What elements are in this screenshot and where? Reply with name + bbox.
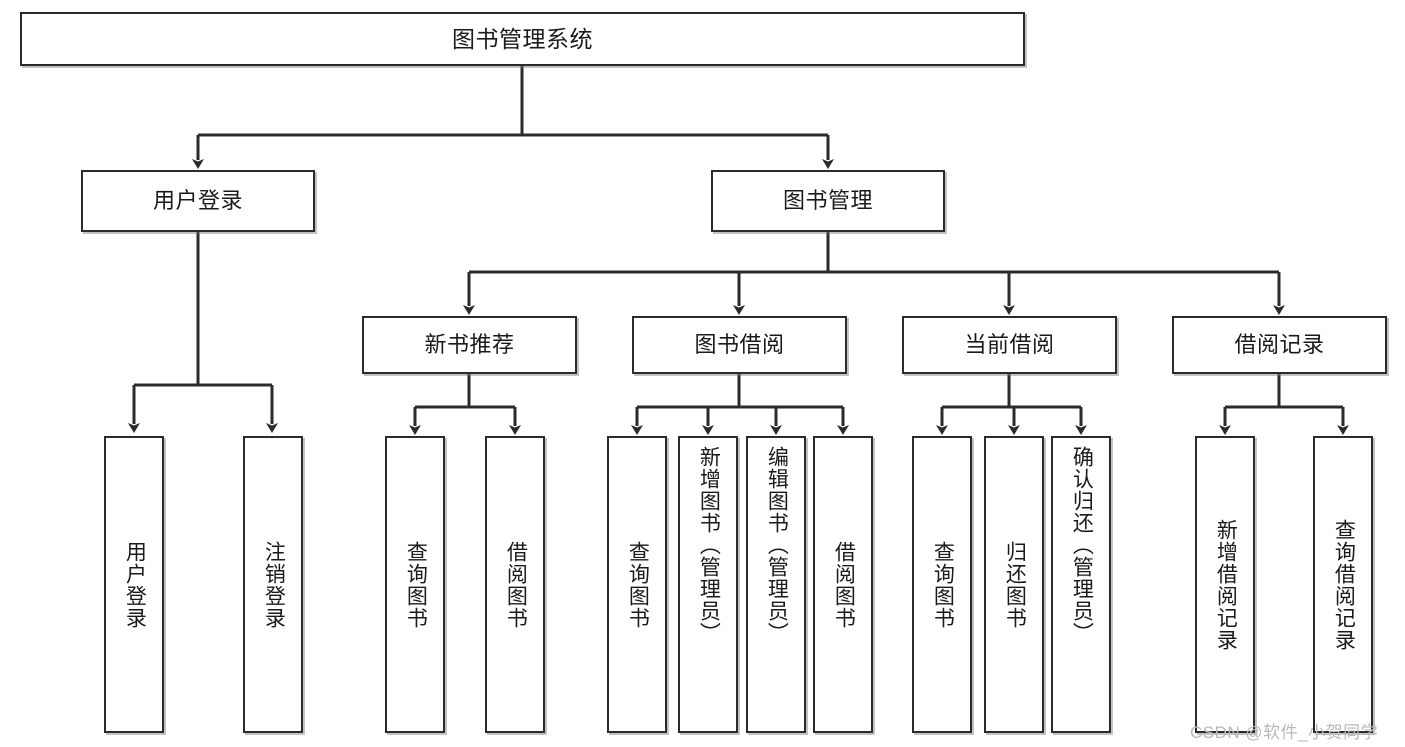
leaf-node-leaf-query-book-rec[interactable]: 查询图书 xyxy=(385,436,445,733)
node-label: 查询图书 xyxy=(626,540,650,629)
leaf-node-leaf-query-record[interactable]: 查询借阅记录 xyxy=(1313,436,1373,733)
node-label: 确认归还（管理员） xyxy=(1070,446,1094,644)
node-label: 借阅记录 xyxy=(1234,331,1325,357)
leaf-node-leaf-confirm-return[interactable]: 确认归还（管理员） xyxy=(1051,436,1111,733)
node-label: 图书借阅 xyxy=(694,331,785,357)
node-label: 归还图书 xyxy=(1003,540,1027,629)
node-label: 注销登录 xyxy=(262,540,286,629)
leaf-node-leaf-return-book[interactable]: 归还图书 xyxy=(984,436,1044,733)
node-label: 新书推荐 xyxy=(424,331,515,357)
node-label: 编辑图书（管理员） xyxy=(765,446,789,644)
node-label: 查询图书 xyxy=(931,540,955,629)
leaf-node-leaf-query-book-borrow[interactable]: 查询图书 xyxy=(607,436,667,733)
leaf-node-leaf-user-login[interactable]: 用户登录 xyxy=(104,436,164,733)
node-label: 借阅图书 xyxy=(504,540,528,629)
node-book-borrow[interactable]: 图书借阅 xyxy=(632,316,847,374)
node-label: 借阅图书 xyxy=(832,540,856,629)
node-current-borrow[interactable]: 当前借阅 xyxy=(902,316,1117,374)
leaf-node-leaf-edit-book[interactable]: 编辑图书（管理员） xyxy=(746,436,806,733)
node-root[interactable]: 图书管理系统 xyxy=(20,12,1025,66)
node-label: 用户登录 xyxy=(152,187,243,213)
node-label: 图书管理 xyxy=(782,187,873,213)
leaf-node-leaf-add-book[interactable]: 新增图书（管理员） xyxy=(678,436,738,733)
node-new-book-rec[interactable]: 新书推荐 xyxy=(362,316,577,374)
node-borrow-record[interactable]: 借阅记录 xyxy=(1172,316,1387,374)
watermark-credit: CSDN @软件_小贺同学 xyxy=(1190,723,1379,742)
node-label: 新增借阅记录 xyxy=(1214,518,1238,651)
node-label: 图书管理系统 xyxy=(452,25,593,52)
leaf-node-leaf-query-book-cur[interactable]: 查询图书 xyxy=(912,436,972,733)
node-label: 新增图书（管理员） xyxy=(697,446,721,644)
leaf-node-leaf-borrow-book[interactable]: 借阅图书 xyxy=(813,436,873,733)
node-label: 用户登录 xyxy=(123,540,147,629)
leaf-node-leaf-add-record[interactable]: 新增借阅记录 xyxy=(1195,436,1255,733)
node-label: 当前借阅 xyxy=(964,331,1055,357)
node-user-login[interactable]: 用户登录 xyxy=(81,170,315,232)
node-book-manage[interactable]: 图书管理 xyxy=(711,170,945,232)
leaf-node-leaf-borrow-book-rec[interactable]: 借阅图书 xyxy=(485,436,545,733)
node-label: 查询图书 xyxy=(404,540,428,629)
leaf-node-leaf-user-logout[interactable]: 注销登录 xyxy=(243,436,303,733)
node-label: 查询借阅记录 xyxy=(1332,518,1356,651)
